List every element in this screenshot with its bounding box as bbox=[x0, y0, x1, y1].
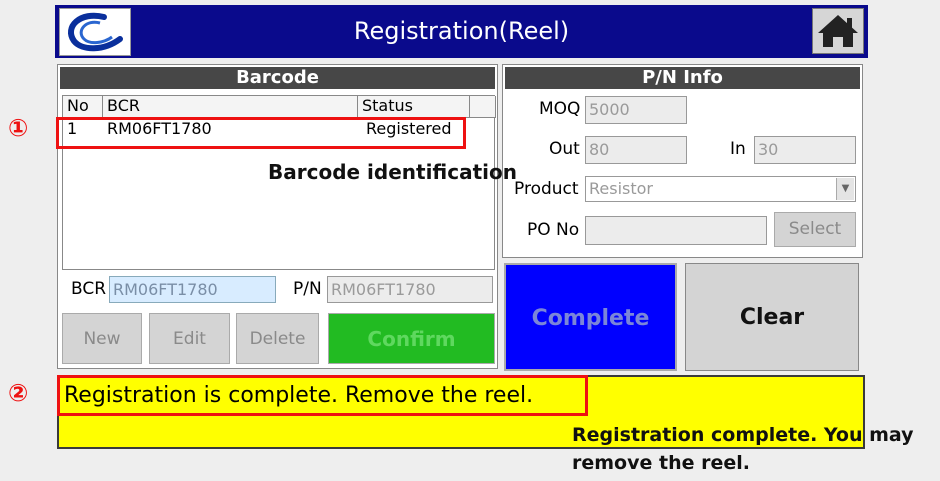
complete-note-line2: remove the reel. bbox=[572, 452, 750, 474]
barcode-identification-note: Barcode identification bbox=[268, 160, 518, 184]
pn-info-panel: P/N Info MOQ 5000 Out 80 In 30 Product R… bbox=[502, 64, 863, 258]
delete-button[interactable]: Delete bbox=[236, 313, 319, 364]
new-button[interactable]: New bbox=[62, 313, 142, 364]
barcode-panel: Barcode No BCR Status 1 RM06FT1780 Regis… bbox=[57, 64, 498, 369]
column-header-no[interactable]: No bbox=[63, 96, 103, 118]
product-label: Product bbox=[514, 179, 579, 199]
highlight-box-barcode-row bbox=[56, 117, 466, 149]
complete-note-line1: Registration complete. You may bbox=[572, 424, 914, 446]
home-button[interactable] bbox=[812, 8, 864, 54]
pn-label: P/N bbox=[293, 279, 322, 299]
home-icon bbox=[818, 15, 858, 47]
logo-icon bbox=[68, 12, 123, 52]
moq-input[interactable]: 5000 bbox=[585, 96, 687, 124]
table-row-bcr[interactable]: RM06FT1780 bbox=[107, 119, 212, 138]
product-select[interactable]: Resistor ▼ bbox=[585, 176, 856, 202]
pn-input[interactable]: RM06FT1780 bbox=[327, 276, 493, 303]
column-header-status[interactable]: Status bbox=[358, 96, 470, 118]
bcr-label: BCR bbox=[71, 279, 107, 299]
po-no-input[interactable] bbox=[585, 216, 767, 245]
status-message: Registration is complete. Remove the ree… bbox=[57, 375, 588, 416]
title-bar: Registration(Reel) bbox=[55, 5, 868, 58]
marker-1: ① bbox=[8, 114, 29, 142]
marker-2: ② bbox=[8, 379, 29, 407]
pn-info-header: P/N Info bbox=[505, 67, 860, 89]
complete-button[interactable]: Complete bbox=[504, 263, 677, 371]
edit-button[interactable]: Edit bbox=[149, 313, 230, 364]
clear-button[interactable]: Clear bbox=[685, 263, 859, 371]
bcr-input[interactable]: RM06FT1780 bbox=[109, 276, 276, 303]
company-logo bbox=[59, 8, 131, 56]
barcode-table: No BCR Status 1 RM06FT1780 Registered bbox=[62, 95, 496, 270]
po-no-label: PO No bbox=[527, 220, 580, 240]
page-title: Registration(Reel) bbox=[353, 17, 570, 45]
select-button[interactable]: Select bbox=[774, 212, 856, 247]
out-label: Out bbox=[549, 139, 580, 159]
moq-label: MOQ bbox=[539, 99, 581, 119]
in-input[interactable]: 30 bbox=[754, 136, 856, 164]
chevron-down-icon[interactable]: ▼ bbox=[836, 178, 854, 200]
barcode-panel-header: Barcode bbox=[60, 67, 495, 89]
out-input[interactable]: 80 bbox=[585, 136, 687, 164]
table-row-no[interactable]: 1 bbox=[67, 119, 78, 138]
in-label: In bbox=[730, 139, 746, 159]
confirm-button[interactable]: Confirm bbox=[328, 313, 495, 364]
table-row-status[interactable]: Registered bbox=[366, 119, 452, 138]
column-header-bcr[interactable]: BCR bbox=[103, 96, 358, 118]
product-select-value: Resistor bbox=[589, 179, 653, 198]
column-header-spare bbox=[470, 96, 496, 118]
